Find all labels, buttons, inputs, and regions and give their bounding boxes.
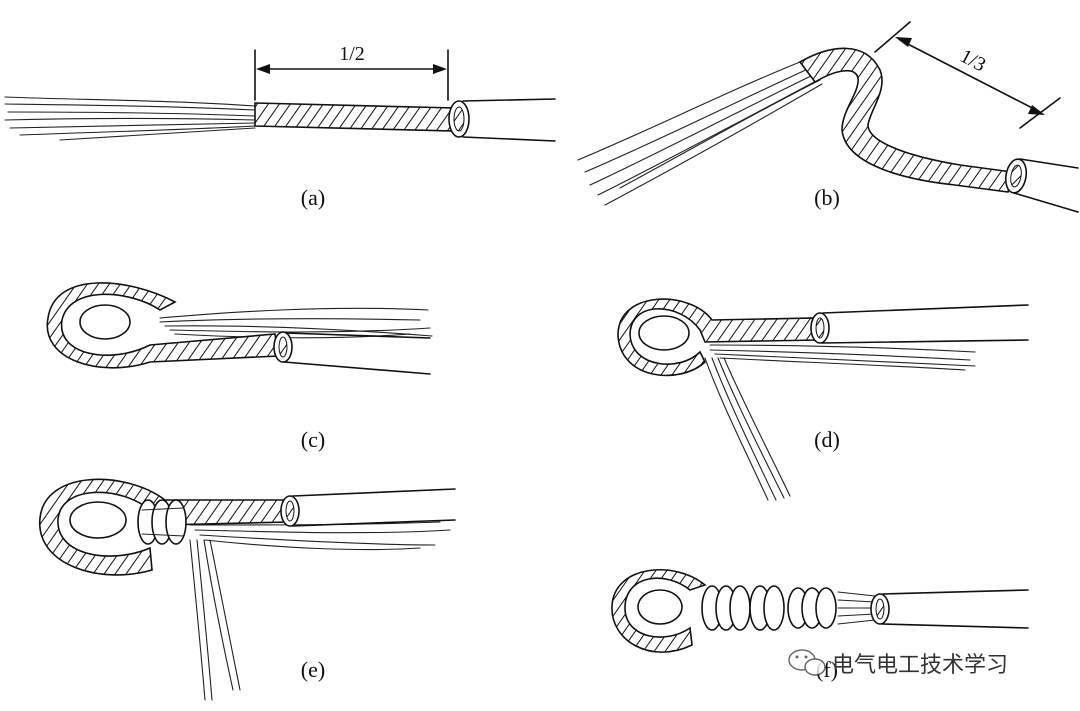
panel-c-strands [159, 307, 433, 339]
panel-f-eye-hole [637, 589, 683, 625]
panel-a-insulation [448, 98, 556, 142]
panel-d: (d) [617, 298, 1029, 501]
panel-e-strands [189, 521, 451, 551]
panel-c: (c) [46, 282, 433, 452]
panel-e-hanging-strands [189, 539, 241, 701]
panel-a-dimension [254, 49, 449, 101]
panel-a-dimension-label: 1/2 [339, 43, 365, 65]
panel-f-insulation [870, 589, 1029, 629]
panel-d-eyelet-loop [617, 298, 819, 377]
panel-e: (e) [39, 478, 456, 701]
panel-b-insulation [1004, 158, 1079, 213]
panel-c-label: (c) [301, 427, 325, 452]
panel-f-wraps [701, 585, 876, 631]
panel-b-dimension [874, 21, 1061, 129]
panel-c-eye-hole [79, 304, 131, 340]
panel-d-strands [709, 344, 976, 371]
panel-d-eye-hole [638, 315, 690, 351]
panel-e-eye-hole [69, 501, 127, 539]
panel-b-strands [577, 59, 823, 206]
panel-d-hanging-strands [704, 357, 791, 501]
panel-a-twisted-section [254, 102, 456, 132]
panel-a: 1/2 (a) [4, 43, 556, 210]
panel-d-label: (d) [814, 427, 840, 452]
panel-a-label: (a) [301, 185, 325, 210]
panel-b-label: (b) [814, 185, 840, 210]
panel-f: (f) [611, 569, 1029, 682]
panel-c-insulation [273, 331, 431, 375]
panel-e-label: (e) [301, 657, 325, 682]
wechat-icon [788, 649, 826, 676]
watermark-text: 电气电工技术学习 [832, 653, 1008, 678]
panel-f-eyelet-loop [611, 569, 707, 653]
panel-e-eyelet-loop [39, 478, 289, 576]
panel-c-eyelet-loop [46, 282, 279, 369]
watermark: 电气电工技术学习 [788, 649, 1008, 678]
panel-e-insulation [280, 488, 456, 527]
panel-a-strands [4, 96, 256, 141]
panel-e-wraps [137, 499, 187, 545]
panel-b: 1/3 (b) [577, 21, 1079, 213]
panel-d-insulation [810, 304, 1029, 344]
